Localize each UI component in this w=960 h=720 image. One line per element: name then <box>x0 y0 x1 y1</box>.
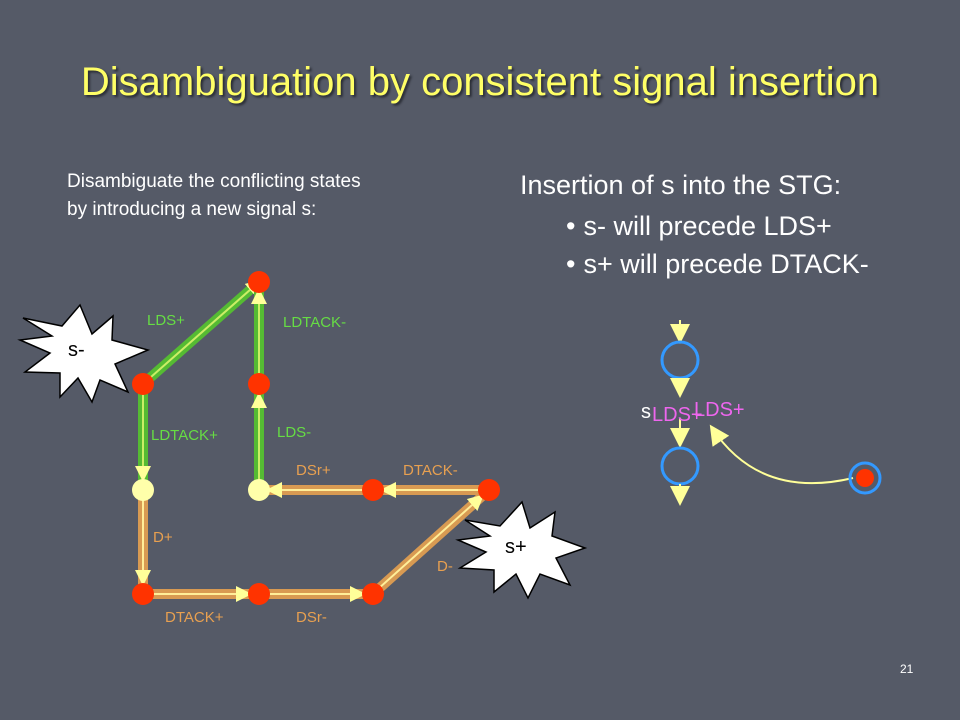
state-red <box>478 479 500 501</box>
burst-label-s-minus: s- <box>68 339 85 361</box>
green-edges <box>135 278 267 490</box>
place-marked <box>848 461 882 495</box>
label-d-plus: D+ <box>153 529 173 546</box>
transition-label-lds-plus-moved: LDS+ <box>694 399 745 421</box>
label-dtack-minus: DTACK- <box>403 462 458 479</box>
intro-line-2: by introducing a new signal s: <box>67 199 317 220</box>
state-red <box>132 373 154 395</box>
bullet-s-minus: s- will precede LDS+ <box>566 207 869 245</box>
token <box>856 469 874 487</box>
insertion-heading: Insertion of s into the STG: <box>520 170 842 200</box>
page-number: 21 <box>900 662 914 676</box>
burst-s-minus: s- <box>17 303 151 404</box>
insertion-bullets: s- will precede LDS+ s+ will precede DTA… <box>566 207 869 283</box>
states <box>132 271 500 605</box>
label-dsr-minus: DSr- <box>296 609 327 626</box>
state-yellow <box>132 479 154 501</box>
state-red <box>248 583 270 605</box>
place-upper <box>660 340 700 380</box>
label-ldtack-minus: LDTACK- <box>283 314 346 331</box>
slide-title: Disambiguation by consistent signal inse… <box>80 60 880 104</box>
transition-label-s: s <box>641 401 651 423</box>
intro-text: Disambiguate the conflicting states by i… <box>67 168 361 224</box>
transition-label-lds-plus: LDS+ <box>652 404 703 426</box>
label-ldtack-plus: LDTACK+ <box>151 427 218 444</box>
state-red <box>362 479 384 501</box>
insertion-diagram: s LDS+ LDS+ <box>641 320 882 506</box>
burst-s-plus: s+ <box>455 500 588 600</box>
state-red <box>248 373 270 395</box>
label-lds-minus: LDS- <box>277 424 311 441</box>
intro-line-1: Disambiguate the conflicting states <box>67 171 361 192</box>
place-lower <box>660 446 700 486</box>
state-red <box>248 271 270 293</box>
label-dsr-plus: DSr+ <box>296 462 331 479</box>
orange-edges <box>135 482 493 602</box>
label-dtack-plus: DTACK+ <box>165 609 224 626</box>
state-red <box>132 583 154 605</box>
bullet-s-plus: s+ will precede DTACK- <box>566 245 868 283</box>
state-yellow <box>248 479 270 501</box>
label-lds-plus: LDS+ <box>147 312 185 329</box>
label-d-minus: D- <box>437 558 453 575</box>
burst-label-s-plus: s+ <box>505 536 527 558</box>
state-red <box>362 583 384 605</box>
